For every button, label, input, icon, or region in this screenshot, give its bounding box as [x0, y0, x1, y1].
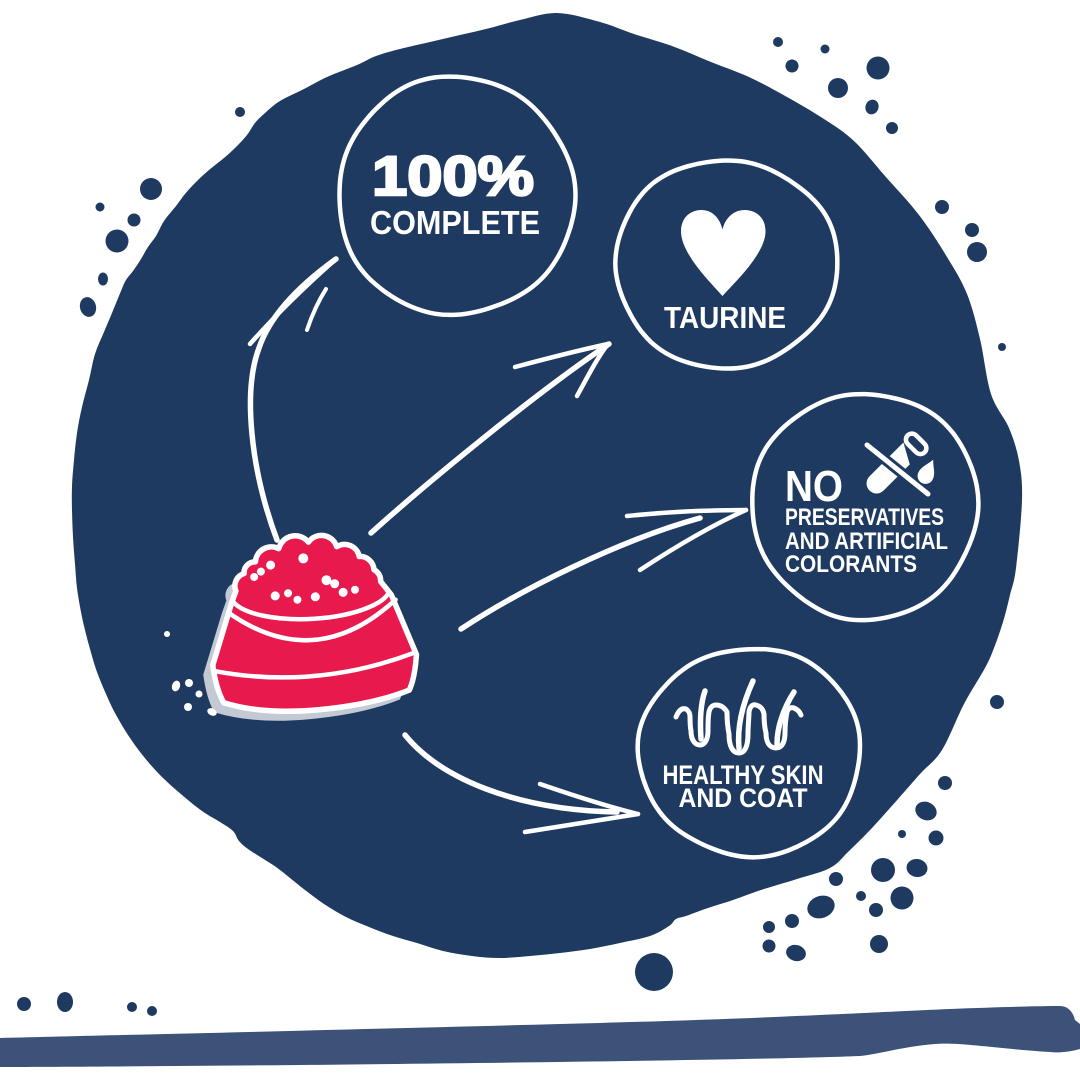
- svg-text:HEALTHY SKIN: HEALTHY SKIN: [663, 760, 824, 790]
- svg-text:AND COAT: AND COAT: [679, 783, 808, 813]
- svg-text:COLORANTS: COLORANTS: [785, 551, 917, 578]
- svg-text:NO: NO: [785, 462, 843, 511]
- svg-text:TAURINE: TAURINE: [664, 300, 786, 335]
- svg-text:COMPLETE: COMPLETE: [370, 204, 540, 241]
- svg-text:AND ARTIFICIAL: AND ARTIFICIAL: [785, 528, 948, 555]
- svg-text:PRESERVATIVES: PRESERVATIVES: [785, 504, 944, 531]
- svg-text:100%: 100%: [372, 144, 534, 207]
